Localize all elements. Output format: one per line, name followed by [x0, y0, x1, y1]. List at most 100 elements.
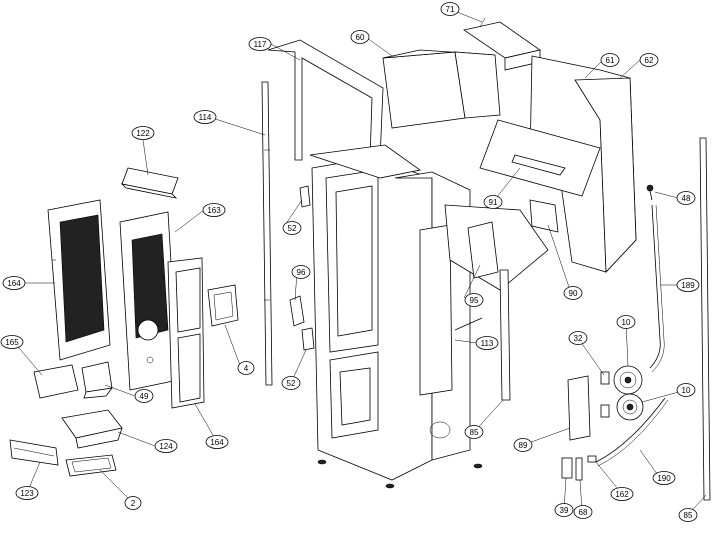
- callout-label: 62: [645, 56, 654, 65]
- callout-label: 165: [5, 338, 19, 347]
- callout-label: 122: [136, 129, 150, 138]
- part-96-clip: [289, 295, 305, 327]
- part-10-fan-upper: [613, 365, 643, 395]
- callout-190: 190: [652, 471, 676, 485]
- part-190-hose: [595, 397, 669, 467]
- callout-label: 85: [684, 511, 693, 520]
- callout-label: 90: [569, 289, 578, 298]
- part-71-deflector: [463, 17, 541, 71]
- callout-85-right: 85: [678, 508, 698, 522]
- callout-89: 89: [513, 438, 533, 452]
- callout-10-upper: 10: [616, 315, 636, 329]
- callout-label: 2: [131, 499, 136, 508]
- callout-32: 32: [568, 331, 588, 345]
- callout-189: 189: [676, 278, 700, 292]
- callout-label: 4: [244, 364, 249, 373]
- callout-label: 61: [606, 56, 615, 65]
- part-85-body-rail: [499, 269, 511, 401]
- callout-label: 52: [288, 224, 297, 233]
- part-122-top-plate: [120, 167, 179, 199]
- part-52-bracket-lower: [301, 327, 315, 351]
- callout-117: 117: [248, 37, 272, 51]
- part-4-gasket: [207, 284, 239, 327]
- callout-4: 4: [237, 361, 255, 375]
- callout-label: 123: [20, 489, 34, 498]
- callout-label: 48: [682, 194, 691, 203]
- callout-label: 60: [356, 33, 365, 42]
- part-95-baffle: [467, 221, 499, 279]
- callout-label: 164: [210, 438, 224, 447]
- callout-39: 39: [554, 503, 574, 517]
- callout-label: 89: [519, 441, 528, 450]
- callout-label: 96: [297, 268, 306, 277]
- callout-165: 165: [0, 335, 24, 349]
- callout-label: 32: [574, 334, 583, 343]
- callout-96: 96: [291, 265, 311, 279]
- callout-62: 62: [639, 53, 659, 67]
- callout-label: 124: [159, 442, 173, 451]
- callout-label: 71: [446, 5, 455, 14]
- callout-label: 39: [560, 506, 569, 515]
- callout-122: 122: [131, 126, 155, 140]
- part-48-screw: [646, 184, 654, 201]
- callout-163: 163: [202, 203, 226, 217]
- callout-label: 10: [682, 386, 691, 395]
- callout-164-left: 164: [2, 276, 26, 290]
- part-2-gasket: [65, 454, 117, 477]
- callout-label: 113: [481, 339, 494, 348]
- callout-91: 91: [483, 195, 503, 209]
- callout-10-lower: 10: [676, 383, 696, 397]
- part-114-side-rail: [261, 81, 273, 386]
- part-117-top-frame: [267, 39, 384, 161]
- callout-60: 60: [350, 30, 370, 44]
- callout-label: 162: [615, 490, 629, 499]
- callout-label: 114: [199, 113, 212, 122]
- part-164-side-panel-right: [167, 257, 205, 409]
- callout-label: 189: [681, 281, 695, 290]
- part-39-bracket: [561, 457, 573, 479]
- callout-162: 162: [610, 487, 634, 501]
- part-113-rod: [454, 317, 483, 331]
- part-165-cover: [33, 364, 79, 399]
- part-123-bar: [9, 439, 59, 466]
- part-85-right-rod: [699, 137, 711, 501]
- part-124-ash-tray: [61, 409, 123, 449]
- part-52-bracket-upper: [299, 185, 311, 208]
- callout-90: 90: [563, 286, 583, 300]
- callout-85-body: 85: [464, 425, 484, 439]
- callout-49: 49: [134, 389, 154, 403]
- part-68-bracket: [575, 457, 583, 481]
- callout-114: 114: [193, 110, 217, 124]
- part-89-plate: [567, 375, 591, 441]
- part-162-fitting: [587, 455, 597, 463]
- callout-label: 164: [7, 279, 21, 288]
- callout-113: 113: [475, 336, 499, 350]
- part-189-rod: [649, 204, 665, 373]
- callout-label: 68: [579, 508, 588, 517]
- part-60-upper-box: [382, 49, 501, 129]
- part-164-grille-panel-left: [47, 199, 111, 361]
- callout-label: 117: [254, 40, 267, 49]
- callout-164-right: 164: [205, 435, 229, 449]
- callout-68: 68: [573, 505, 593, 519]
- callout-61: 61: [600, 53, 620, 67]
- main-stove-body: [309, 144, 549, 489]
- callout-52-lower: 52: [281, 376, 301, 390]
- callout-label: 10: [622, 318, 631, 327]
- callout-label: 49: [140, 392, 149, 401]
- callout-label: 91: [489, 198, 498, 207]
- callout-label: 190: [657, 474, 671, 483]
- callout-124: 124: [154, 439, 178, 453]
- part-91-plate: [511, 154, 566, 176]
- callout-label: 52: [287, 379, 296, 388]
- callout-label: 95: [470, 296, 479, 305]
- callout-48: 48: [676, 191, 696, 205]
- callout-52-upper: 52: [282, 221, 302, 235]
- callout-71: 71: [440, 2, 460, 16]
- callout-123: 123: [15, 486, 39, 500]
- callout-label: 163: [207, 206, 221, 215]
- callout-label: 85: [470, 428, 479, 437]
- part-32-brackets: [600, 371, 610, 418]
- part-90-baffle: [529, 199, 559, 233]
